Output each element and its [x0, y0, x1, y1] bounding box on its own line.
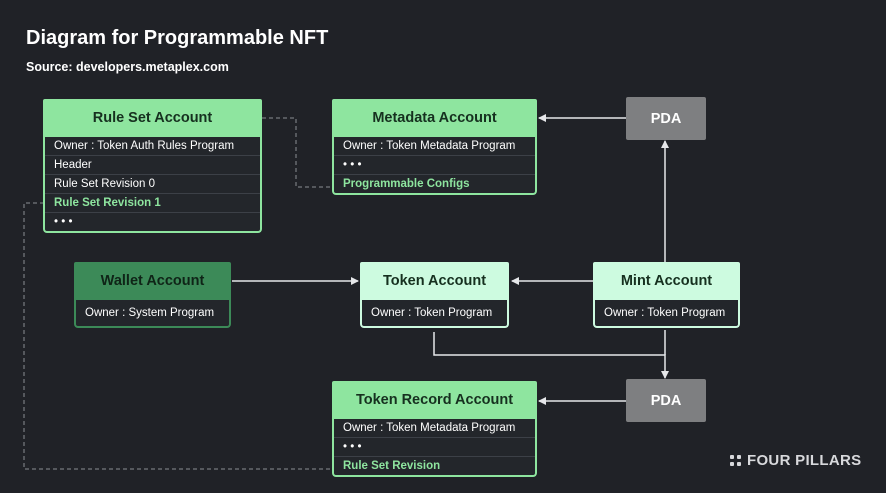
token-account-box: Token Account Owner : Token Program: [360, 262, 509, 328]
wallet-owner-row: Owner : System Program: [85, 307, 215, 319]
rule-set-header-row: Header: [45, 156, 260, 175]
token-record-owner-row: Owner : Token Metadata Program: [334, 419, 535, 438]
token-record-rule-set-revision-row: Rule Set Revision: [343, 460, 441, 472]
rule-set-account-header: Rule Set Account: [43, 99, 262, 137]
dashed-ruleset-to-programmable-configs: [262, 117, 332, 188]
wallet-account-header: Wallet Account: [74, 262, 231, 300]
arrow-token-to-pda-bottom: [433, 332, 669, 379]
metadata-programmable-configs-row: Programmable Configs: [343, 178, 470, 190]
rule-set-revision-0-row: Rule Set Revision 0: [45, 175, 260, 194]
four-pillars-logo: FOUR PILLARS: [730, 452, 861, 469]
rule-set-revision-1-row: Rule Set Revision 1: [45, 194, 260, 213]
token-record-account-box: Token Record Account Owner : Token Metad…: [332, 381, 537, 477]
diagram-title: Diagram for Programmable NFT: [26, 27, 329, 49]
mint-account-header: Mint Account: [593, 262, 740, 300]
four-pillars-dots-icon: [730, 455, 741, 466]
rule-set-ellipsis-row: • • •: [54, 216, 73, 228]
four-pillars-logo-text: FOUR PILLARS: [747, 452, 862, 469]
mint-owner-row: Owner : Token Program: [604, 307, 726, 319]
metadata-account-header: Metadata Account: [332, 99, 537, 137]
pda-box-top: PDA: [626, 97, 706, 140]
metadata-ellipsis-row: • • •: [334, 156, 535, 175]
pda-box-bottom: PDA: [626, 379, 706, 422]
token-owner-row: Owner : Token Program: [371, 307, 493, 319]
rule-set-account-box: Rule Set Account Owner : Token Auth Rule…: [43, 99, 262, 233]
mint-account-box: Mint Account Owner : Token Program: [593, 262, 740, 328]
metadata-owner-row: Owner : Token Metadata Program: [334, 137, 535, 156]
wallet-account-box: Wallet Account Owner : System Program: [74, 262, 231, 328]
token-record-ellipsis-row: • • •: [334, 438, 535, 457]
token-account-header: Token Account: [360, 262, 509, 300]
metadata-account-box: Metadata Account Owner : Token Metadata …: [332, 99, 537, 195]
token-record-account-header: Token Record Account: [332, 381, 537, 419]
rule-set-owner-row: Owner : Token Auth Rules Program: [45, 137, 260, 156]
dashed-revision-to-token-record: [23, 202, 332, 470]
diagram-source: Source: developers.metaplex.com: [26, 60, 229, 74]
